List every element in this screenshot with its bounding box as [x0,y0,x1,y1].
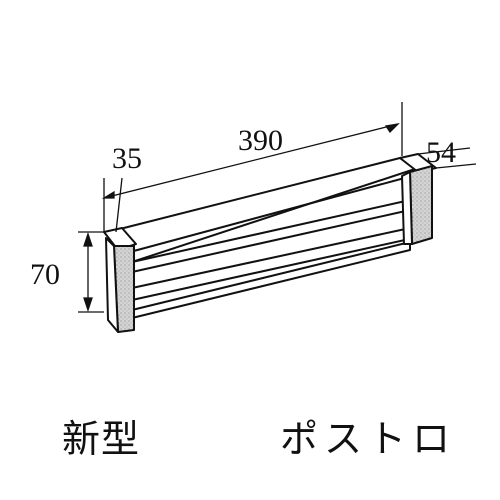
dimension-length-label: 390 [238,124,283,157]
top-bar-edge [129,175,413,253]
caption-model-new: 新型 [62,417,141,461]
dimension-lines [78,102,477,313]
dimension-depth-right-label: 54 [426,136,456,169]
right-post-side [401,171,413,245]
dimension-depth-left-label: 35 [112,142,142,175]
left-post-side [105,237,119,333]
frame-drawing [103,153,437,333]
caption-post-slot: ポストロ [280,417,457,461]
dimension-height-label: 70 [30,258,60,291]
right-post-face [409,165,433,245]
